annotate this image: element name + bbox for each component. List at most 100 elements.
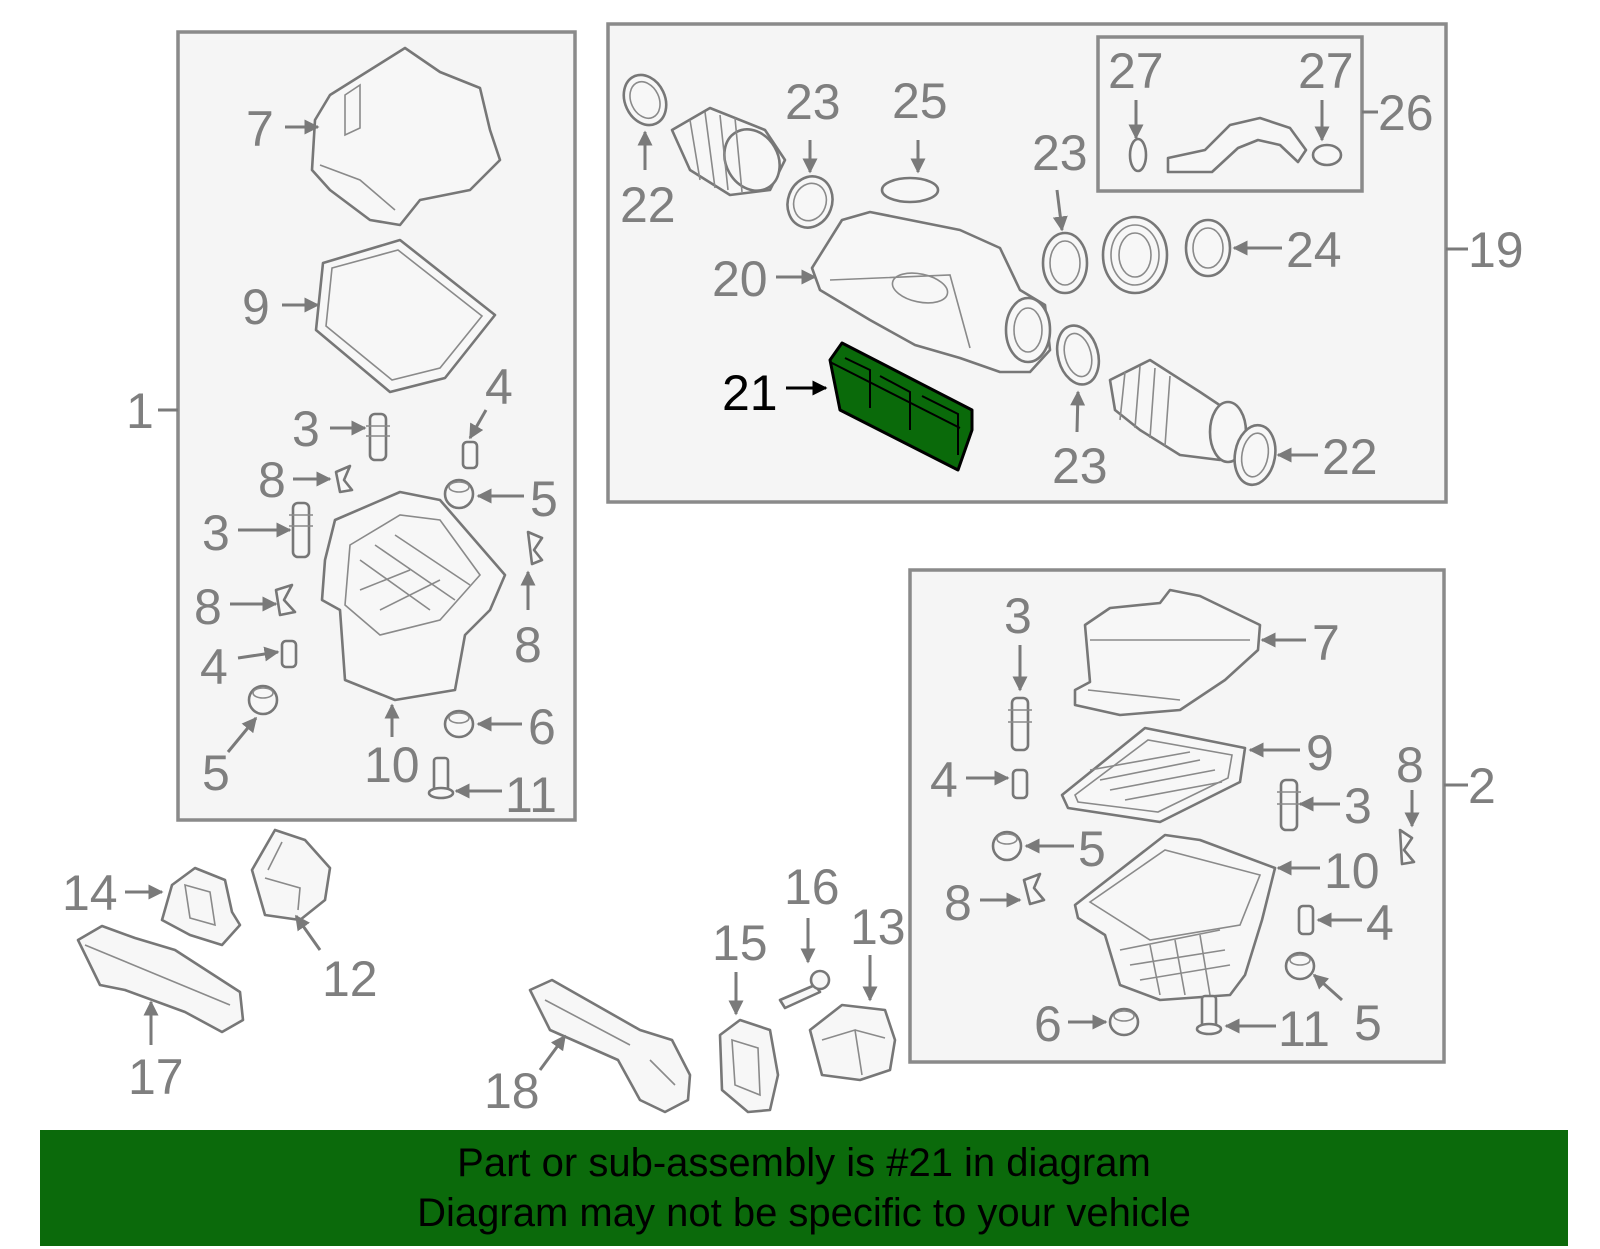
callout-number: 12 <box>322 951 378 1007</box>
callout-number: 8 <box>1396 737 1424 793</box>
duct-part-13 <box>808 1003 897 1082</box>
callout-label: 19 <box>1468 222 1524 278</box>
box2-callouts: 3 7 9 4 3 8 5 10 8 4 5 6 11 <box>930 588 1424 1057</box>
callout-number: 27 <box>1298 43 1354 99</box>
callout-label: 1 <box>126 383 154 439</box>
callout-number: 27 <box>1108 43 1164 99</box>
box1-callouts: 7 9 4 3 8 5 3 8 8 4 5 10 6 11 <box>194 101 558 823</box>
callout-number: 7 <box>1312 615 1340 671</box>
air-cleaner-cover-7 <box>310 46 502 227</box>
callout-number: 4 <box>200 639 228 695</box>
assembly-box-19: 19 <box>606 22 1524 504</box>
clip-part-8d <box>1022 872 1046 906</box>
callout-number: 8 <box>944 875 972 931</box>
intake-hose-lower <box>1108 358 1248 464</box>
air-cleaner-housing-10b <box>1073 833 1277 1002</box>
duct-part-15 <box>718 1018 780 1114</box>
resonator-20 <box>810 210 1052 374</box>
callout-number: 24 <box>1286 222 1342 278</box>
air-guide-17 <box>76 924 245 1034</box>
grommet-part-3d <box>1277 778 1301 832</box>
hose-clamp-23b <box>1041 231 1089 295</box>
callout-label: 26 <box>1378 85 1434 141</box>
callout-number: 4 <box>485 359 513 415</box>
callout-number: 9 <box>242 279 270 335</box>
callout-number: 18 <box>484 1063 540 1119</box>
pin-part-4a <box>461 440 479 470</box>
air-filter-element-9b <box>1060 726 1247 824</box>
callout-number: 5 <box>1354 995 1382 1051</box>
callout-number: 3 <box>202 505 230 561</box>
callout-number: 3 <box>1344 778 1372 834</box>
callout-number: 23 <box>1052 438 1108 494</box>
grommet-part-3c <box>1008 696 1032 752</box>
insulator-part-5d <box>1284 951 1316 981</box>
callout-number: 16 <box>784 859 840 915</box>
banner-line-2: Diagram may not be specific to your vehi… <box>417 1191 1191 1235</box>
callout-number: 23 <box>1032 125 1088 181</box>
callout-number: 4 <box>1366 895 1394 951</box>
clip-part-8a <box>334 464 354 494</box>
duct-part-14 <box>160 866 242 947</box>
callout-number: 22 <box>620 177 676 233</box>
air-cleaner-housing-10 <box>320 490 507 702</box>
air-cleaner-cover-7b <box>1073 588 1262 717</box>
callout-label: 2 <box>1468 758 1496 814</box>
callout-number: 11 <box>505 767 557 823</box>
highlighted-part-21 <box>828 341 974 472</box>
callout-number: 3 <box>1004 588 1032 644</box>
loose-callouts: 14 12 17 16 13 15 18 <box>62 859 906 1119</box>
hose-clamp-22a <box>622 73 668 127</box>
info-banner: Part or sub-assembly is #21 in diagram D… <box>40 1130 1568 1246</box>
callout-number: 25 <box>892 73 948 129</box>
clip-part-8e <box>1398 828 1416 866</box>
seal-ring-25 <box>880 176 940 204</box>
callout-number: 17 <box>128 1049 184 1105</box>
bolt-part-16 <box>778 969 831 1010</box>
callout-number: 3 <box>292 401 320 457</box>
coupler-hose <box>1101 215 1169 295</box>
box19-callouts: 22 23 25 27 27 26 23 24 20 21 23 22 <box>620 43 1378 494</box>
insulator-part-6b <box>1108 1007 1140 1037</box>
banner-line-1: Part or sub-assembly is #21 in diagram <box>457 1141 1151 1185</box>
callout-number: 6 <box>1034 996 1062 1052</box>
callout-number: 5 <box>530 471 558 527</box>
callout-number: 8 <box>514 617 542 673</box>
callout-number: 15 <box>712 915 768 971</box>
clip-part-8b <box>274 583 297 617</box>
hose-clamp-23a <box>786 175 834 229</box>
hose-clamp-24 <box>1184 218 1232 278</box>
pin-part-4c <box>1011 768 1029 800</box>
callout-number: 6 <box>528 699 556 755</box>
callout-number: 13 <box>850 899 906 955</box>
callout-number: 5 <box>202 745 230 801</box>
breather-hose-26 <box>1128 116 1343 174</box>
grommet-part-3a <box>366 412 390 462</box>
insulator-part-6 <box>443 709 475 739</box>
hose-clamp-23c <box>1055 324 1101 386</box>
insulator-part-5c <box>991 830 1023 862</box>
bolt-part-11 <box>427 756 455 800</box>
callout-number: 10 <box>364 737 420 793</box>
bolt-part-11b <box>1195 994 1223 1036</box>
callout-number: 8 <box>194 579 222 635</box>
callout-number: 9 <box>1306 725 1334 781</box>
pin-part-4d <box>1297 904 1315 936</box>
callout-number: 11 <box>1278 1001 1330 1057</box>
insulator-part-5a <box>443 478 475 510</box>
callout-number: 7 <box>246 101 274 157</box>
clip-part-8c <box>526 530 544 566</box>
callout-number: 20 <box>712 251 768 307</box>
callout-number: 10 <box>1324 843 1380 899</box>
insulator-part-5b <box>247 684 279 716</box>
callout-number: 5 <box>1078 821 1106 877</box>
intake-hose-upper <box>670 106 787 197</box>
duct-part-12 <box>250 828 332 922</box>
callout-number-highlighted: 21 <box>722 365 778 421</box>
callout-number: 22 <box>1322 429 1378 485</box>
callout-number: 8 <box>258 452 286 508</box>
air-guide-18 <box>528 978 692 1114</box>
callout-number: 4 <box>930 752 958 808</box>
callout-number: 14 <box>62 865 118 921</box>
pin-part-4b <box>280 639 298 669</box>
